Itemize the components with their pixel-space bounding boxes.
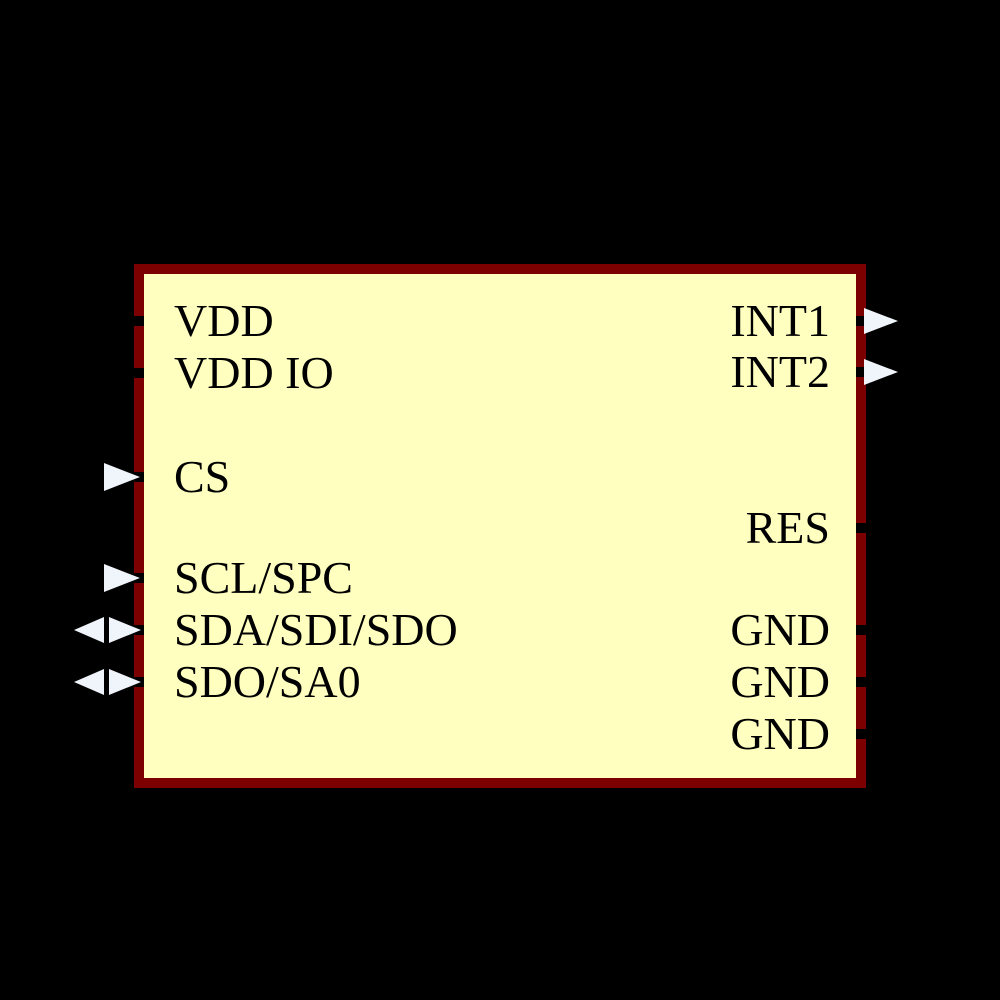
bidirectional-arrow-icon-sdo-right xyxy=(109,669,141,695)
pin-label-res: RES xyxy=(745,502,830,553)
input-arrow-icon-scl-spc xyxy=(104,564,140,592)
pin-stub-vdd xyxy=(128,316,144,326)
pin-stub-res xyxy=(856,523,872,533)
pin-label-sda-sdi-sdo: SDA/SDI/SDO xyxy=(174,604,458,655)
pin-stub-gnd1 xyxy=(856,625,872,635)
bidirectional-arrow-icon-sdo-left xyxy=(74,669,104,695)
bidirectional-arrow-icon-sda-left xyxy=(74,617,104,643)
pin-label-gnd-1: GND xyxy=(730,604,830,655)
pin-label-sdo-sa0: SDO/SA0 xyxy=(174,656,361,707)
pin-label-int1: INT1 xyxy=(730,295,830,346)
pin-label-cs: CS xyxy=(174,451,231,502)
pin-stub-gnd2 xyxy=(856,677,872,687)
output-arrow-icon-int2 xyxy=(864,359,898,385)
pin-label-scl-spc: SCL/SPC xyxy=(174,552,353,603)
pin-label-gnd-2: GND xyxy=(730,656,830,707)
output-arrow-icon-int1 xyxy=(864,308,898,334)
pin-stub-gnd3 xyxy=(856,729,872,739)
input-arrow-icon-cs xyxy=(104,463,140,491)
bidirectional-arrow-icon-sda-right xyxy=(109,617,141,643)
pin-label-gnd-3: GND xyxy=(730,708,830,759)
pin-label-vdd: VDD xyxy=(174,295,274,346)
pin-label-vdd-io: VDD IO xyxy=(174,347,334,398)
pin-label-int2: INT2 xyxy=(730,346,830,397)
ic-symbol-body xyxy=(134,264,866,788)
pin-stub-vddio xyxy=(128,368,144,378)
